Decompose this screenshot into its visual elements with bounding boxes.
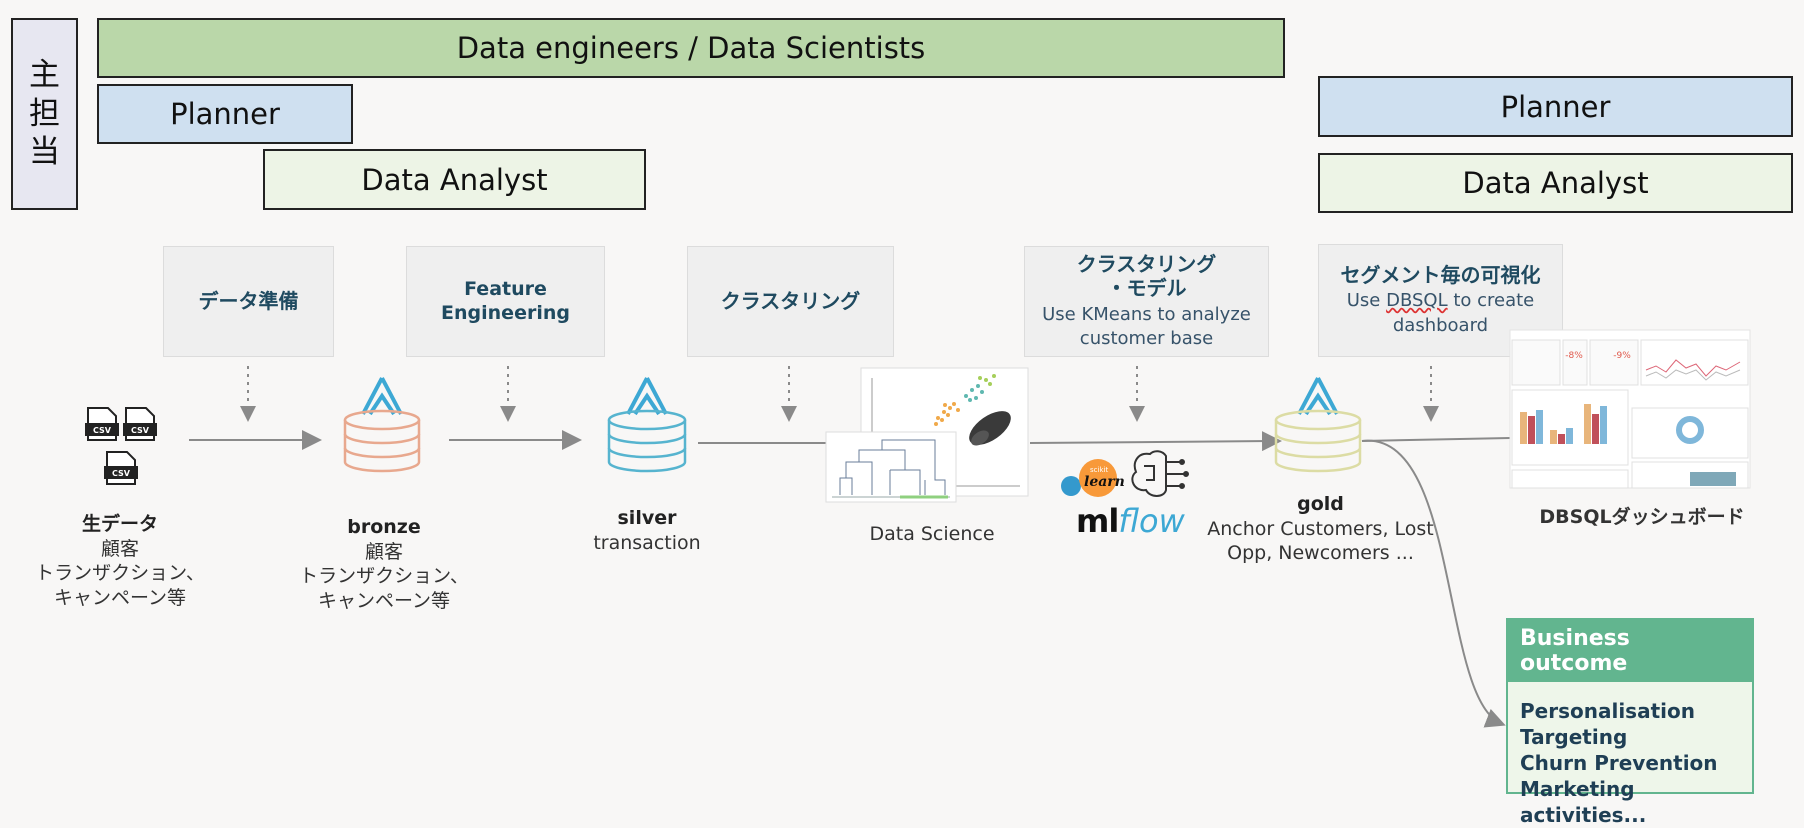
- step-segment-visualization-title: セグメント毎の可視化: [1340, 263, 1541, 287]
- flow-line-gold-dashboard: [1361, 437, 1511, 442]
- role-side-label: 主 担 当: [11, 18, 78, 210]
- side-label-char-3: 当: [29, 134, 60, 171]
- raw-data-line2: トランザクション、: [35, 562, 205, 585]
- silver-title: silver: [617, 507, 677, 529]
- brain-ml-icon: [1131, 450, 1189, 497]
- role-planner-left: Planner: [97, 84, 353, 144]
- flow-diagram: CSV CSV CSV: [85, 329, 1751, 728]
- step-clustering-model-title: クラスタリング ・モデル: [1076, 251, 1217, 301]
- raw-data-title: 生データ: [81, 513, 158, 535]
- business-outcome-item: Churn Prevention: [1520, 751, 1718, 775]
- role-planner-right: Planner: [1318, 76, 1793, 137]
- bronze-line3: キャンペーン等: [317, 590, 451, 613]
- raw-data-line3: キャンペーン等: [53, 587, 187, 610]
- step-sub-dbsql: DBSQL: [1386, 290, 1448, 312]
- step-clustering-title: クラスタリング: [720, 289, 861, 314]
- svg-text:-8%: -8%: [1565, 351, 1583, 361]
- dashboard-caption: DBSQLダッシュボード: [1539, 506, 1745, 528]
- gold-line1: Anchor Customers, Lost: [1207, 517, 1434, 540]
- csv-file-icon-2: CSV: [123, 407, 157, 441]
- side-label-char-1: 主: [29, 56, 60, 93]
- svg-text:CSV: CSV: [112, 469, 131, 478]
- silver-caption: silver transaction: [567, 506, 727, 555]
- flow-curve-gold-outcome: [1361, 439, 1506, 728]
- step-clustering-model-sub: Use KMeans to analyze customer base: [1042, 303, 1251, 349]
- bronze-title: bronze: [347, 516, 421, 538]
- svg-text:-9%: -9%: [1613, 351, 1631, 361]
- role-data-analyst-right: Data Analyst: [1318, 153, 1793, 213]
- business-outcome-title: Business outcome: [1508, 620, 1752, 682]
- role-data-analyst-left: Data Analyst: [263, 149, 646, 210]
- business-outcome-box: Business outcome Personalisation Targeti…: [1506, 618, 1754, 827]
- dendrogram-thumbnail: [825, 431, 957, 503]
- business-outcome-item: Personalisation: [1520, 699, 1695, 723]
- silver-database-icon: [607, 377, 687, 473]
- bronze-caption: bronze 顧客 トランザクション、 キャンペーン等: [284, 515, 484, 614]
- step-data-prep: データ準備: [163, 246, 334, 357]
- role-data-engineers-scientists: Data engineers / Data Scientists: [97, 18, 1285, 78]
- sklearn-logo-small-text: scikit: [1090, 466, 1109, 474]
- business-outcome-item: Marketing activities...: [1520, 777, 1647, 827]
- flow-arrow-ds-gold: [1029, 431, 1282, 452]
- sklearn-logo: [1061, 459, 1117, 497]
- step-segment-visualization-sub: Use DBSQL to create dashboard: [1319, 289, 1562, 338]
- silver-line1: transaction: [593, 531, 701, 554]
- step-clustering-model: クラスタリング ・モデル Use KMeans to analyze custo…: [1024, 246, 1269, 357]
- bronze-line1: 顧客: [364, 540, 403, 563]
- svg-text:CSV: CSV: [93, 426, 112, 435]
- step-feature-engineering-title: Feature Engineering: [441, 278, 570, 324]
- bronze-line2: トランザクション、: [299, 565, 469, 588]
- mlflow-ml-text: ml: [1076, 502, 1119, 540]
- raw-data-line1: 顧客: [100, 537, 139, 560]
- gold-line2: Opp, Newcomers ...: [1227, 542, 1414, 565]
- raw-data-caption: 生データ 顧客 トランザクション、 キャンペーン等: [20, 512, 220, 611]
- gold-database-icon: [1274, 377, 1362, 473]
- svg-text:CSV: CSV: [131, 426, 150, 435]
- dashboard-thumbnail: -8% -9%: [1509, 329, 1751, 489]
- sklearn-logo-text: learn: [1084, 474, 1125, 490]
- csv-file-icon-1: CSV: [85, 407, 119, 441]
- business-outcome-item: Targeting: [1520, 725, 1628, 749]
- bronze-database-icon: [343, 377, 421, 473]
- side-label-char-2: 担: [29, 95, 60, 132]
- gold-caption: gold Anchor Customers, Lost Opp, Newcome…: [1198, 492, 1443, 566]
- mlflow-flow-text: flow: [1118, 502, 1185, 540]
- step-sub-suffix: to create dashboard: [1392, 290, 1535, 336]
- gold-title: gold: [1297, 493, 1344, 515]
- csv-file-icon-3: CSV: [104, 451, 138, 485]
- step-feature-engineering: Feature Engineering: [406, 246, 605, 357]
- data-science-caption: Data Science: [869, 523, 995, 545]
- step-data-prep-title: データ準備: [198, 289, 299, 314]
- step-sub-prefix: Use: [1346, 290, 1387, 312]
- step-clustering: クラスタリング: [687, 246, 894, 357]
- mlflow-logo: mlflow: [1076, 505, 1185, 537]
